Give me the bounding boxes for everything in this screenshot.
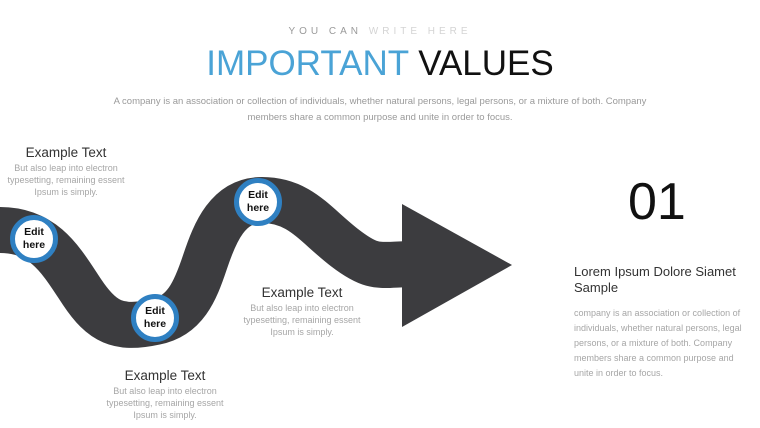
node-label: Edit here — [246, 189, 270, 214]
kicker: YOU CAN WRITE HERE — [0, 26, 760, 37]
subtitle: A company is an association or collectio… — [113, 96, 647, 123]
step-number: 01 — [628, 173, 686, 231]
side-body: company is an association or collection … — [574, 308, 742, 378]
example-body: But also leap into electron typesetting,… — [243, 303, 361, 337]
page-title: IMPORTANT VALUES — [0, 44, 760, 84]
example-block-3: Example Text But also leap into electron… — [105, 368, 225, 421]
node-edit-1[interactable]: Edit here — [10, 215, 58, 263]
road-path — [0, 177, 416, 348]
example-title: Example Text — [124, 368, 206, 383]
example-body: But also leap into electron typesetting,… — [7, 163, 125, 197]
node-label: Edit here — [22, 226, 46, 251]
example-title: Example Text — [261, 285, 343, 300]
node-label: Edit here — [143, 305, 167, 330]
arrow-head — [402, 204, 512, 327]
node-edit-3[interactable]: Edit here — [234, 178, 282, 226]
kicker-light: WRITE HERE — [368, 26, 472, 37]
title-accent: IMPORTANT — [206, 44, 409, 83]
node-edit-2[interactable]: Edit here — [131, 294, 179, 342]
title-rest: VALUES — [418, 44, 554, 83]
example-block-1: Example Text But also leap into electron… — [6, 145, 126, 198]
example-body: But also leap into electron typesetting,… — [106, 386, 224, 420]
side-title: Lorem Ipsum Dolore Siamet Sample — [574, 264, 736, 295]
kicker-dark: YOU CAN — [288, 26, 362, 37]
example-block-2: Example Text But also leap into electron… — [242, 285, 362, 338]
example-title: Example Text — [25, 145, 107, 160]
